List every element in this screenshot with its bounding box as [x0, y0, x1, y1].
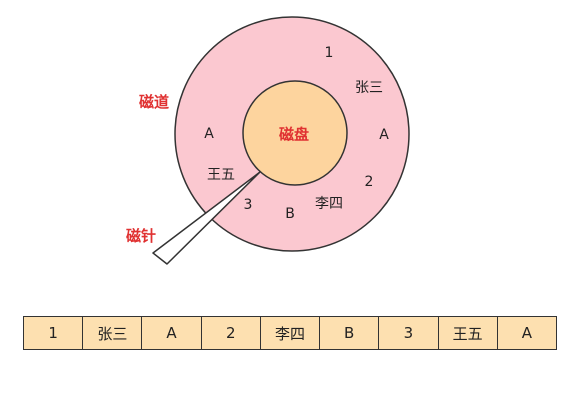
track-label: 磁道 — [139, 93, 169, 111]
track-item-a-right: A — [379, 127, 389, 143]
track-item-3: 3 — [244, 197, 253, 213]
track-item-lisi: 李四 — [315, 196, 343, 212]
sequence-cell: 王五 — [439, 317, 498, 349]
sequence-cell: 李四 — [261, 317, 321, 349]
sequence-cell: B — [320, 317, 380, 349]
track-item-a-left: A — [204, 126, 214, 142]
track-item-2: 2 — [365, 174, 374, 190]
sequence-cell: A — [521, 324, 532, 342]
track-item-zhangsan: 张三 — [355, 80, 383, 96]
sequence-cell: 1 — [24, 317, 84, 349]
sequence-cell: 张三 — [83, 317, 143, 349]
track-item-wangwu: 王五 — [207, 167, 235, 183]
needle-arm — [152, 171, 261, 265]
track-item-b: B — [285, 206, 295, 222]
sequence-cell: 2 — [202, 317, 261, 349]
needle-label: 磁针 — [126, 227, 156, 245]
disk-label: 磁盘 — [279, 126, 309, 144]
track-item-1: 1 — [325, 45, 334, 61]
sequence-cell: 3 — [379, 317, 439, 349]
disk-core — [242, 80, 348, 186]
sequence-cell: A — [142, 317, 202, 349]
